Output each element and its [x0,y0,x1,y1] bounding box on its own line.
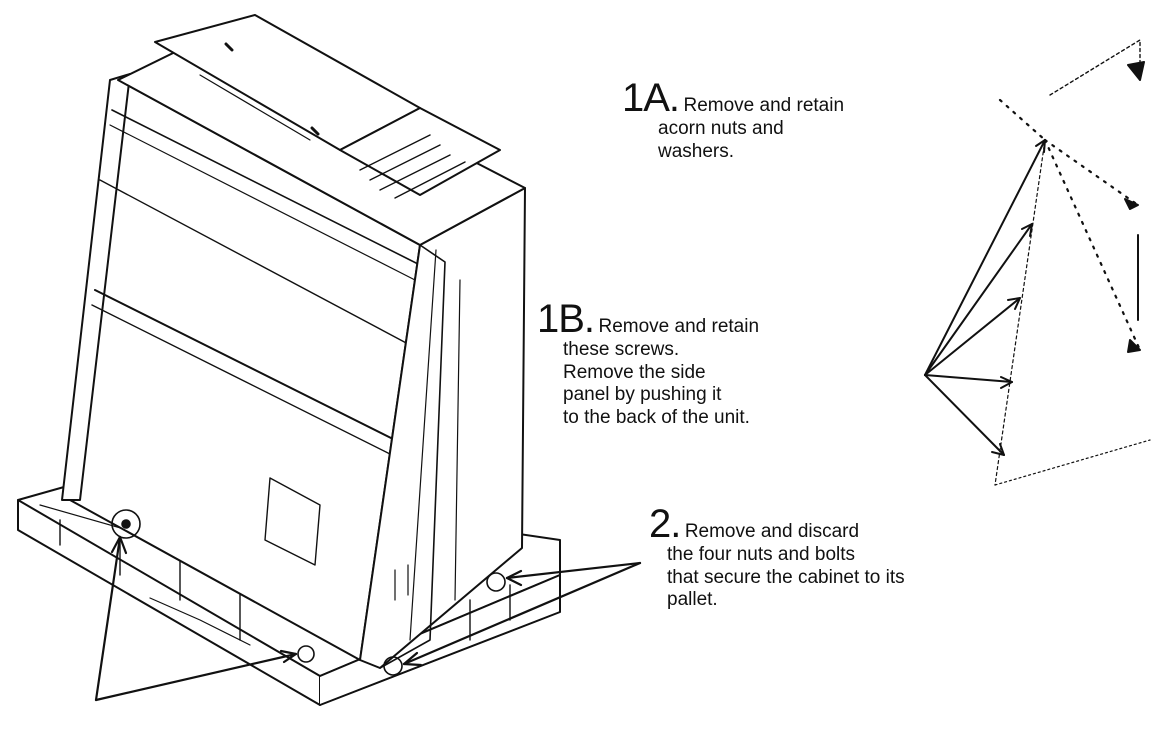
step-1a-text-line: washers. [658,140,735,162]
fastener-markers [111,509,506,676]
step-1a-text-line: acorn nuts and [658,118,784,139]
step-1b-text-line: Remove and retain [598,316,760,337]
step-2-text-line: Remove and discard [684,521,860,542]
step-1a-text-line: Remove and retain [683,95,845,116]
step-2-text-line: that secure the cabinet to its [667,566,905,588]
step-1b-number: 1B. [537,297,595,341]
step-2-text-line: pallet. [667,589,718,610]
detail-inset [924,39,1151,486]
step-1b-text-line: panel by pushing it [563,384,722,405]
step-1b-text-line: Remove the side [563,361,706,383]
step-2-callout: 2. Remove and discard the four nuts and … [649,504,905,612]
cabinet-top [117,14,526,246]
step-1a-callout: 1A. Remove and retain acorn nuts and was… [622,78,844,163]
step-1b-text-line: to the back of the unit. [563,406,750,428]
cabinet-front [61,73,421,661]
step-1a-number: 1A. [622,76,680,120]
step-1b-callout: 1B. Remove and retain these screws. Remo… [537,299,759,429]
step-1b-text-line: these screws. [563,339,680,360]
step-2-text-line: the four nuts and bolts [667,544,856,565]
step-2-number: 2. [649,502,681,546]
callout-arrows [94,535,642,702]
